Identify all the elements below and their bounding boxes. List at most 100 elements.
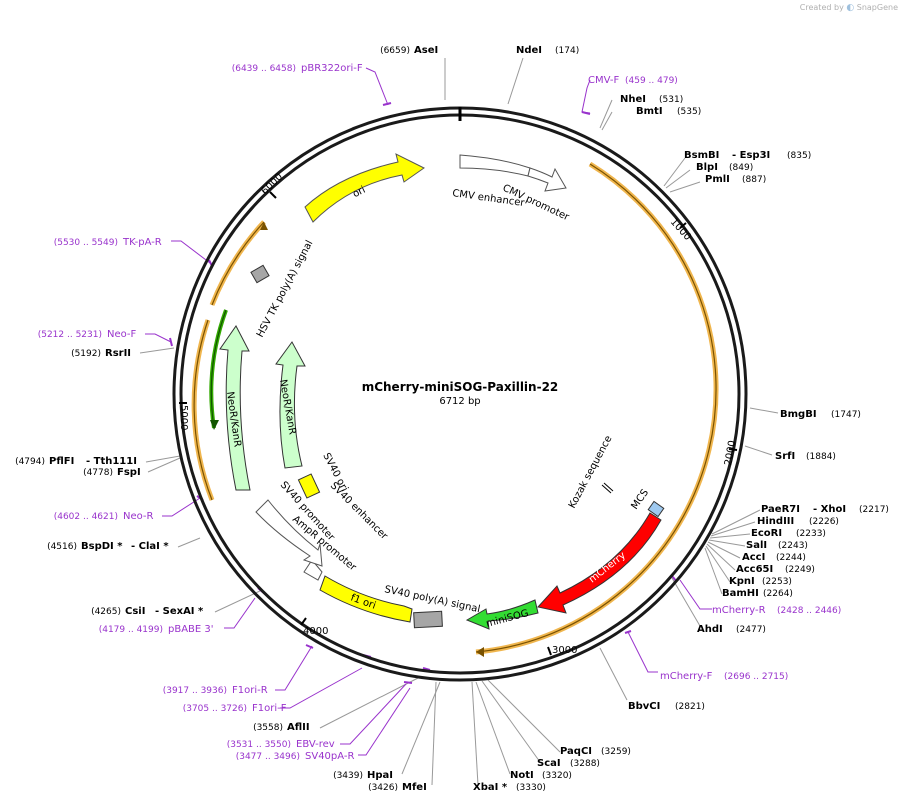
ampr-promoter-feature[interactable] [303, 559, 323, 581]
ori-feature[interactable] [304, 153, 425, 223]
svg-text:(2696 .. 2715): (2696 .. 2715) [724, 672, 788, 682]
site-bamhi[interactable]: BamHI (2264) [722, 588, 793, 599]
sv40-promoter-feature[interactable] [255, 499, 323, 567]
site-bspdi[interactable]: (4516) BspDI * - ClaI * [47, 541, 169, 552]
site-ahdi[interactable]: AhdI (2477) [697, 624, 766, 635]
svg-text:F1ori-R: F1ori-R [232, 685, 268, 696]
svg-text:(2226): (2226) [809, 517, 839, 527]
svg-text:Neo-F: Neo-F [107, 329, 137, 340]
neo-orf-green [209, 309, 228, 429]
primer-cmv-f[interactable]: CMV-F (459 .. 479) [588, 75, 678, 86]
site-hindiii[interactable]: HindIII (2226) [757, 516, 839, 527]
svg-text:SalI: SalI [746, 540, 767, 551]
mcs-label: MCS [629, 487, 651, 511]
svg-text:(1884): (1884) [806, 452, 836, 462]
svg-text:(3558): (3558) [253, 723, 283, 733]
site-bbvci[interactable]: BbvCI (2821) [628, 701, 705, 712]
site-csii[interactable]: (4265) CsiI - SexAI * [91, 606, 204, 617]
svg-text:(174): (174) [555, 46, 579, 56]
site-xbai[interactable]: XbaI * (3330) [473, 782, 546, 793]
primer-pbabe-3[interactable]: (4179 .. 4199) pBABE 3' [99, 624, 214, 635]
primer-sv40pa-r[interactable]: (3477 .. 3496) SV40pA-R [236, 751, 355, 762]
svg-text:(2244): (2244) [776, 553, 806, 563]
tick-labels: 1000 2000 3000 4000 5000 6000 [178, 171, 738, 656]
svg-text:(1747): (1747) [831, 410, 861, 420]
neo-orf-green-line [210, 309, 227, 429]
sv40-enhancer-label: SV40 enhancer [328, 480, 390, 542]
sv40-ori-feature[interactable] [297, 473, 321, 499]
site-scai[interactable]: ScaI (3288) [537, 758, 600, 769]
svg-text:(4602 .. 4621): (4602 .. 4621) [54, 512, 118, 522]
site-acc65i[interactable]: Acc65I (2249) [736, 564, 815, 575]
svg-text:(2249): (2249) [785, 565, 815, 575]
cmv-enhancer-feature[interactable] [459, 154, 531, 177]
site-fspi[interactable]: (4778) FspI [83, 467, 141, 478]
site-aflii[interactable]: (3558) AflII [253, 722, 310, 733]
site-acci[interactable]: AccI (2244) [742, 552, 806, 563]
hsv-tk-polya-feature[interactable] [250, 264, 270, 284]
site-sali[interactable]: SalI (2243) [746, 540, 808, 551]
neor-kanr-outer-feature[interactable] [219, 325, 251, 491]
mcs-feature[interactable] [647, 500, 665, 518]
site-paqci[interactable]: PaqCI (3259) [560, 746, 631, 757]
site-ecori[interactable]: EcoRI (2233) [751, 528, 826, 539]
svg-text:(2428 .. 2446): (2428 .. 2446) [777, 606, 841, 616]
svg-text:(849): (849) [729, 163, 753, 173]
site-srfi[interactable]: SrfI (1884) [775, 451, 836, 462]
minisog-feature[interactable] [465, 599, 539, 630]
svg-text:(6659): (6659) [380, 46, 410, 56]
plasmid-name: mCherry-miniSOG-Paxillin-22 [362, 380, 559, 394]
primer-f1ori-f[interactable]: (3705 .. 3726) F1ori-F [183, 703, 287, 714]
site-rsrii[interactable]: (5192) RsrII [71, 348, 131, 359]
site-bsmbi[interactable]: BsmBI - Esp3I (835) [684, 150, 811, 161]
site-ndei[interactable]: NdeI (174) [516, 45, 579, 56]
svg-text:(3917 .. 3936): (3917 .. 3936) [163, 686, 227, 696]
site-kpni[interactable]: KpnI (2253) [729, 576, 792, 587]
svg-text:RsrII: RsrII [105, 348, 131, 359]
site-noti[interactable]: NotI (3320) [510, 770, 572, 781]
primer-mcherry-f[interactable]: mCherry-F (2696 .. 2715) [660, 671, 788, 682]
svg-text:(4265): (4265) [91, 607, 121, 617]
svg-text:(4778): (4778) [83, 468, 113, 478]
f1-ori-feature[interactable] [319, 575, 413, 623]
site-hpai[interactable]: (3439) HpaI [333, 770, 393, 781]
svg-text:CsiI: CsiI [125, 606, 145, 617]
svg-text:PflFI: PflFI [49, 456, 74, 467]
svg-text:BsmBI: BsmBI [684, 150, 719, 161]
site-mfei[interactable]: (3426) MfeI [368, 782, 427, 793]
leader-lines [139, 57, 779, 786]
primer-labels: CMV-F (459 .. 479) mCherry-R (2428 .. 24… [38, 63, 842, 762]
neor-kanr-inner-feature[interactable] [275, 341, 306, 469]
svg-text:NotI: NotI [510, 770, 534, 781]
tick-5000: 5000 [178, 405, 189, 430]
tick-2000: 2000 [723, 440, 738, 467]
svg-text:(5530 .. 5549): (5530 .. 5549) [54, 238, 118, 248]
site-bmgbi[interactable]: BmgBI (1747) [780, 409, 861, 420]
site-asei[interactable]: (6659) AseI [380, 45, 438, 56]
svg-text:EcoRI: EcoRI [751, 528, 782, 539]
sv40-polya-feature[interactable] [413, 610, 443, 629]
svg-text:pBR322ori-F: pBR322ori-F [301, 63, 363, 74]
primer-mcherry-r[interactable]: mCherry-R (2428 .. 2446) [712, 605, 841, 616]
mcherry-feature[interactable] [537, 512, 662, 614]
primer-f1ori-r[interactable]: (3917 .. 3936) F1ori-R [163, 685, 268, 696]
svg-text:BamHI: BamHI [722, 588, 759, 599]
svg-text:(3439): (3439) [333, 771, 363, 781]
site-paer7i[interactable]: PaeR7I - XhoI (2217) [761, 504, 889, 515]
primer-tk-pa-r[interactable]: (5530 .. 5549) TK-pA-R [54, 237, 162, 248]
svg-text:(2264): (2264) [763, 589, 793, 599]
svg-text:AflII: AflII [287, 722, 310, 733]
svg-text:TK-pA-R: TK-pA-R [122, 237, 162, 248]
primer-ebv-rev[interactable]: (3531 .. 3550) EBV-rev [227, 739, 335, 750]
primer-neo-r[interactable]: (4602 .. 4621) Neo-R [54, 511, 154, 522]
site-nhei[interactable]: NheI (531) [620, 94, 683, 105]
primer-neo-f[interactable]: (5212 .. 5231) Neo-F [38, 329, 137, 340]
site-pmli[interactable]: PmlI (887) [705, 174, 766, 185]
svg-text:(4794): (4794) [15, 457, 45, 467]
site-blpi[interactable]: BlpI (849) [696, 162, 753, 173]
cmv-promoter-feature[interactable] [527, 167, 567, 192]
site-pflfi[interactable]: (4794) PflFI - Tth111I [15, 456, 137, 467]
svg-text:(3320): (3320) [542, 771, 572, 781]
site-bmti[interactable]: BmtI (535) [636, 106, 701, 117]
primer-pbr322ori-f[interactable]: (6439 .. 6458) pBR322ori-F [232, 63, 363, 74]
